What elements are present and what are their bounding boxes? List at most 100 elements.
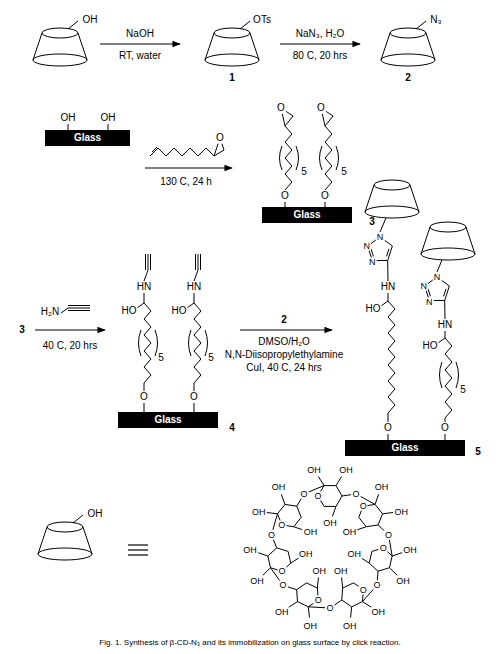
chem-label: N₃ (429, 15, 442, 25)
bond-line (445, 331, 446, 338)
bond-line (444, 301, 445, 319)
chem-label: 2 (280, 315, 288, 325)
bond-line (360, 557, 369, 563)
chem-label: OH (374, 482, 390, 491)
bond-line (267, 512, 278, 513)
chem-label: 2 (404, 73, 412, 83)
structure-outline (320, 146, 323, 170)
bond-line (150, 254, 151, 270)
bond-line (73, 515, 83, 523)
chem-label: O (359, 585, 368, 594)
bond-line (392, 553, 402, 556)
bond-line (288, 587, 297, 590)
chem-label: O (215, 133, 225, 143)
bond-line (214, 144, 218, 156)
chem-label: OH (274, 607, 290, 616)
chem-label: 5 (157, 353, 165, 363)
chem-label: 80 C, 20 hrs (292, 51, 348, 61)
glass-slide: Glass (118, 412, 218, 428)
chem-label: O (440, 423, 450, 433)
structure-outline (421, 227, 475, 254)
bond-line (240, 21, 250, 29)
slide-label: Glass (391, 443, 418, 453)
bond-line (334, 600, 342, 605)
chem-label: HO (422, 341, 439, 351)
equivalence-symbol (128, 549, 148, 550)
bond-line (285, 116, 293, 126)
structure-outline (390, 28, 426, 38)
chem-label: OH (303, 528, 319, 537)
chem-label: OH (347, 549, 363, 558)
structure-outline (214, 28, 250, 38)
chem-label: OH (342, 621, 358, 630)
bond-line (194, 270, 198, 281)
chem-label: OH (303, 621, 319, 630)
reaction-arrow (145, 167, 232, 168)
structure-outline (421, 248, 475, 260)
chem-label: O (189, 392, 199, 402)
chem-label: OH (298, 549, 314, 558)
bond-line (332, 506, 336, 516)
chem-label: 40 C, 20 hrs (42, 341, 98, 351)
structure-outline (374, 180, 410, 190)
chem-label: O (372, 581, 381, 590)
chem-label: OH (271, 482, 287, 491)
bond-line (388, 293, 389, 301)
bond-line (144, 383, 145, 391)
bond-lines (33, 21, 475, 618)
bond-line (388, 413, 389, 422)
bond-line (68, 21, 78, 29)
chem-label: NaN₃, H₂O (295, 29, 346, 39)
bond-line (144, 270, 148, 281)
chem-label: N (368, 257, 377, 266)
chem-label: O (299, 489, 308, 498)
chem-label: OH (402, 545, 418, 554)
bond-line (222, 144, 224, 150)
bond-line (438, 338, 445, 343)
bond-line (381, 301, 388, 306)
bond-line (137, 303, 144, 308)
structure-outline (144, 303, 151, 383)
bond-line (336, 476, 342, 485)
structure-outline (33, 54, 87, 66)
chem-label: O (320, 191, 330, 201)
structure-outline (388, 301, 395, 413)
bond-line (326, 111, 333, 116)
chem-label: O (383, 423, 393, 433)
bond-line (322, 114, 325, 126)
bond-line (195, 254, 196, 270)
chem-label: O (384, 530, 393, 539)
bond-line (318, 476, 324, 485)
bond-line (387, 249, 389, 257)
chem-label: N (376, 233, 385, 242)
chem-label: OH (311, 566, 327, 575)
bond-line (273, 539, 276, 548)
chem-label: NaOH (125, 29, 155, 39)
chem-label: 5 (207, 353, 215, 363)
bond-line (389, 568, 397, 576)
structure-outline (38, 527, 92, 554)
bond-line (144, 403, 145, 412)
figure-caption: Fig. 1. Synthesis of β-CD-N₃ and its imm… (0, 639, 500, 648)
chem-label: O (314, 596, 323, 605)
chem-label: OH (342, 528, 358, 537)
bond-line (297, 498, 302, 506)
structure-outline (381, 54, 435, 66)
structure-outline (42, 28, 78, 38)
chem-label: O (267, 530, 276, 539)
chem-label: HO (171, 306, 188, 316)
bond-line (356, 527, 366, 530)
bond-line (317, 577, 318, 588)
bond-line (194, 293, 195, 303)
glass-slide: Glass (345, 440, 465, 456)
chem-label: CuI, 40 C, 24 hrs (245, 363, 323, 373)
chem-label: O (277, 520, 286, 529)
bond-line (200, 254, 201, 270)
chem-label: HO (365, 304, 382, 314)
bond-line (144, 293, 145, 303)
chem-label: OH (251, 507, 267, 516)
reaction-arrow (100, 43, 180, 44)
glass-slide: Glass (262, 207, 352, 223)
chem-label: OH (393, 507, 409, 516)
